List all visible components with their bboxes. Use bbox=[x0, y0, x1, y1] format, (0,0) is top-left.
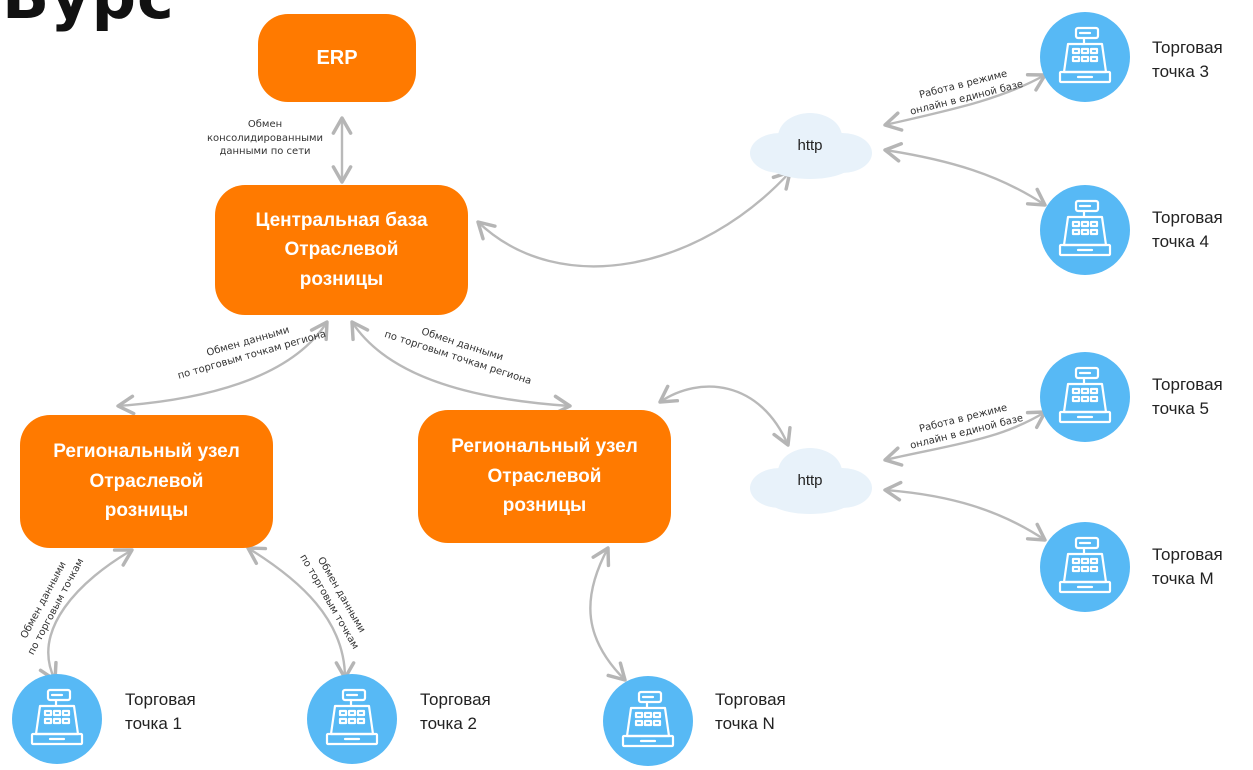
cloud-icon bbox=[750, 448, 872, 514]
point-label-m: Торговая точка M bbox=[1152, 545, 1223, 589]
cash-register-icon-p4 bbox=[1040, 185, 1130, 275]
cash-register-icon-p1 bbox=[12, 674, 102, 764]
arrow-reg2-pN bbox=[589, 546, 627, 682]
erp-node: ERP bbox=[258, 14, 416, 102]
http-label: http bbox=[797, 136, 823, 154]
regional-node-2: Региональный узел Отраслевой розницы bbox=[418, 410, 671, 543]
arrow-http-top-p3 bbox=[883, 73, 1047, 132]
http-cloud-top: http bbox=[740, 105, 880, 185]
point-label-2: Торговая точка 2 bbox=[420, 690, 491, 734]
diagram-heading: Бурс bbox=[2, 0, 175, 28]
point-label-n: Торговая точка N bbox=[715, 690, 786, 734]
arrow-reg1-p2 bbox=[246, 546, 356, 680]
arrow-reg2-http-bottom bbox=[658, 384, 792, 447]
http-cloud-bottom: http bbox=[740, 440, 880, 520]
arrow-central-http-top bbox=[476, 170, 792, 268]
arrow-central-reg1 bbox=[116, 320, 329, 416]
annotation-erp-exchange: Обмен консолидированными данными по сети bbox=[206, 119, 324, 157]
cash-register-icon-p3 bbox=[1040, 12, 1130, 102]
point-label-3: Торговая точка 3 bbox=[1152, 38, 1223, 82]
arrow-http-top-p4 bbox=[883, 142, 1047, 207]
point-label-1: Торговая точка 1 bbox=[125, 690, 196, 734]
arrow-reg1-p1 bbox=[38, 548, 134, 682]
arrow-central-reg2 bbox=[350, 320, 572, 416]
regional-node-1: Региональный узел Отраслевой розницы bbox=[20, 415, 273, 548]
cash-register-icon-pN bbox=[603, 676, 693, 766]
http-label: http bbox=[797, 471, 823, 489]
arrow-http-bottom-pM bbox=[883, 480, 1047, 542]
point-label-4: Торговая точка 4 bbox=[1152, 208, 1223, 252]
cash-register-icon-pM bbox=[1040, 522, 1130, 612]
point-label-5: Торговая точка 5 bbox=[1152, 375, 1223, 419]
cash-register-icon-p5 bbox=[1040, 352, 1130, 442]
central-base-node: Центральная база Отраслевой розницы bbox=[215, 185, 468, 315]
arrow-http-bottom-p5 bbox=[883, 410, 1047, 467]
cloud-icon bbox=[750, 113, 872, 179]
cash-register-icon-p2 bbox=[307, 674, 397, 764]
